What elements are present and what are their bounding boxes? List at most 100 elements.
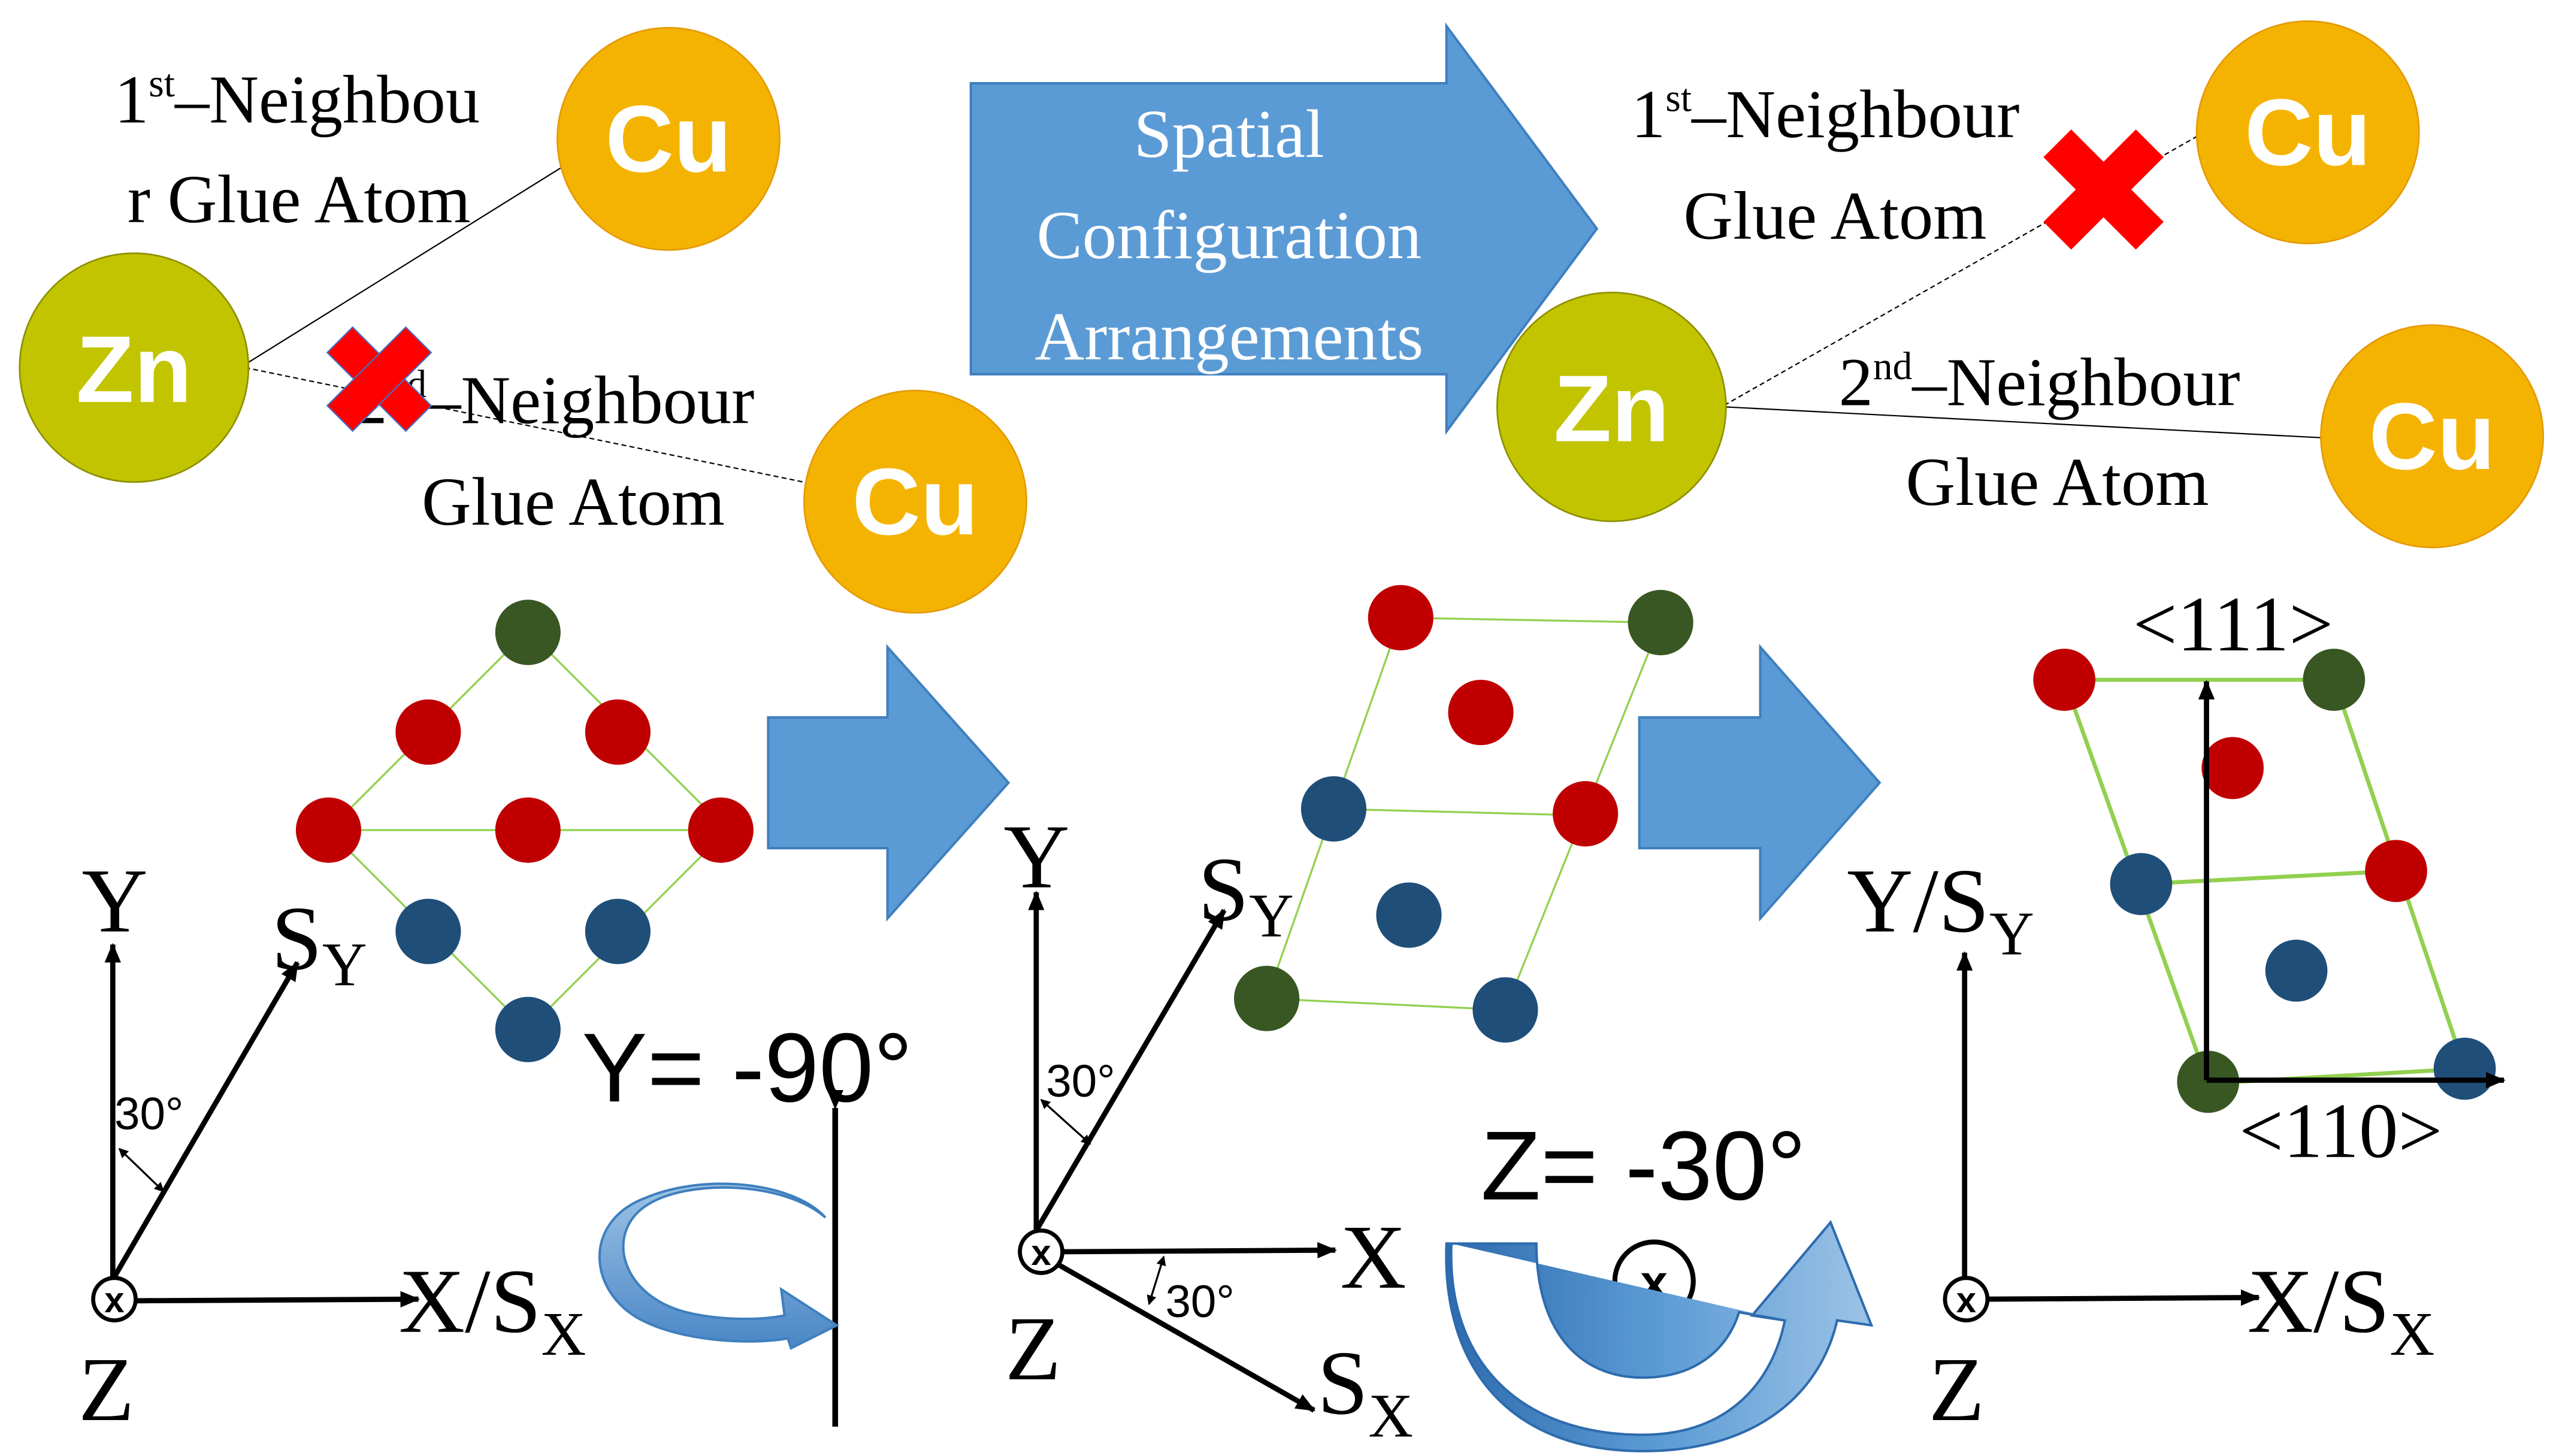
atom-green: [495, 600, 561, 665]
top-left-glue-panel: 1st–Neighbou r Glue Atom Cu Zn 2nd–Neigh…: [19, 26, 1027, 614]
atom-blue: [585, 898, 651, 964]
second-neighbour-label-line2: Glue Atom: [422, 464, 725, 540]
atom-red: [295, 797, 362, 863]
transition-arrow-2: [1638, 644, 1882, 922]
lattice-atoms: [2033, 649, 2496, 1113]
angle-label-bottom: 30°: [1165, 1276, 1235, 1327]
crystal-directions: [2198, 680, 2506, 1089]
sx-axis: [1054, 1261, 1316, 1413]
atom-blue: [1472, 977, 1538, 1043]
z-axis-into-page-icon: [1018, 1228, 1064, 1275]
cu-atom-top-right-2: [2320, 324, 2544, 549]
atom-red: [2201, 737, 2264, 800]
arrow-text-line1: Spatial: [1134, 96, 1324, 172]
atom-red: [2033, 649, 2096, 711]
z-axis-label: Z: [1005, 1298, 1061, 1400]
z-symbol: x: [1031, 1233, 1051, 1273]
z-symbol: x: [1956, 1280, 1976, 1320]
angle-indicator-bottom: [1147, 1255, 1166, 1306]
z-axis-into-page-icon: [1943, 1276, 1990, 1323]
x-axis-label: X/SX: [399, 1251, 586, 1369]
z-symbol: x: [104, 1280, 124, 1320]
atom-red: [1448, 680, 1514, 746]
atom-blue: [2433, 1037, 2496, 1100]
axes: [1956, 951, 2261, 1306]
angle-indicator: [118, 1148, 165, 1192]
panel-2-after-y-rotation: 30° 30° x Y SY X SX Z Z= -30° x: [1003, 585, 1874, 1452]
atom-blue: [2265, 939, 2328, 1002]
rotation-ribbon-arrow: [598, 1182, 840, 1350]
z-axis-into-page-icon: [91, 1276, 138, 1323]
x-axis-label: X/SX: [2248, 1251, 2435, 1369]
atom-green: [2303, 649, 2366, 711]
cu-atom-top-left-2: [803, 389, 1027, 614]
atom-red: [2365, 840, 2427, 903]
angle-label-top: 30°: [1046, 1056, 1115, 1107]
cu-atom-top-right-1: [2195, 20, 2420, 244]
cu-atom-top-left-1: [556, 26, 781, 251]
sy-axis: [110, 961, 300, 1281]
axes: [104, 943, 421, 1307]
spatial-configuration-arrow: Spatial Configuration Arrangements: [969, 22, 1599, 435]
atom-blue: [1300, 776, 1367, 842]
sx-axis-label: SX: [1317, 1333, 1413, 1450]
sy-axis-label: SY: [271, 888, 367, 999]
first-neighbour-label-line2: Glue Atom: [1683, 177, 1986, 253]
atom-red: [1368, 585, 1433, 650]
lattice-atoms: [1234, 585, 1693, 1043]
direction-111-label: <111>: [2133, 581, 2333, 668]
first-neighbour-label-line2: r Glue Atom: [128, 161, 471, 237]
y-axis-label: Y: [1003, 807, 1069, 908]
x-axis: [134, 1291, 421, 1307]
top-right-glue-panel: 1st–Neighbour Glue Atom Cu Zn 2nd–Neighb…: [1496, 20, 2544, 549]
cu-label: Cu: [2245, 80, 2371, 186]
zn-label: Zn: [1554, 356, 1669, 462]
direction-110-label: <110>: [2239, 1088, 2442, 1175]
second-neighbour-label-line2: Glue Atom: [1905, 444, 2209, 520]
first-neighbour-bond-dashed: [1724, 135, 2199, 406]
x-axis: [1059, 1242, 1337, 1259]
axes: [1028, 890, 1337, 1413]
first-neighbour-label-line1: 1st–Neighbour: [1631, 76, 2019, 152]
sy-axis-label: SY: [1198, 839, 1294, 950]
z-axis-label: Z: [78, 1339, 134, 1440]
atom-blue: [1376, 882, 1442, 948]
angle-indicator-top: [1040, 1098, 1091, 1145]
atom-red: [688, 797, 754, 863]
atom-red: [585, 699, 651, 765]
atom-blue: [395, 898, 461, 964]
atom-red: [1553, 781, 1619, 847]
cu-label: Cu: [852, 449, 979, 555]
atom-blue: [2110, 853, 2173, 915]
lattice-atoms: [295, 600, 754, 1063]
sy-axis: [1034, 909, 1227, 1232]
arrow-text-line3: Arrangements: [1034, 298, 1423, 374]
atom-red: [495, 797, 561, 863]
second-neighbour-bond: [1724, 406, 2326, 439]
rotation-label: Z= -30°: [1481, 1111, 1806, 1221]
rotation-u-arrow: [1445, 1219, 1874, 1452]
zn-atom-top-right: [1496, 291, 1727, 522]
cu-label: Cu: [606, 86, 732, 192]
x-axis-label: X: [1340, 1207, 1406, 1308]
zn-atom-top-left: [19, 252, 250, 483]
cross-mark-icon: [2043, 129, 2164, 250]
rotation-label: Y= -90°: [582, 1013, 912, 1122]
second-neighbour-label-line1: 2nd–Neighbour: [1839, 344, 2240, 420]
arrow-text-line2: Configuration: [1036, 197, 1421, 273]
panel-3-final-orientation: <111> <110> x Y/SY X/SX Z: [1847, 581, 2506, 1440]
first-neighbour-label-line1: 1st–Neighbou: [114, 62, 480, 138]
first-neighbour-bond: [244, 148, 592, 365]
angle-label: 30°: [114, 1088, 184, 1139]
cu-label: Cu: [2369, 383, 2495, 489]
atom-green: [1234, 965, 1300, 1031]
y-axis-label: Y: [81, 850, 147, 952]
x-axis: [1986, 1289, 2261, 1306]
atom-red: [395, 699, 461, 765]
atom-green: [1628, 589, 1693, 656]
y-axis-label: Y/SY: [1847, 850, 2034, 968]
atom-blue: [495, 997, 561, 1063]
zn-label: Zn: [76, 316, 192, 422]
z-axis-label: Z: [1929, 1339, 1985, 1440]
